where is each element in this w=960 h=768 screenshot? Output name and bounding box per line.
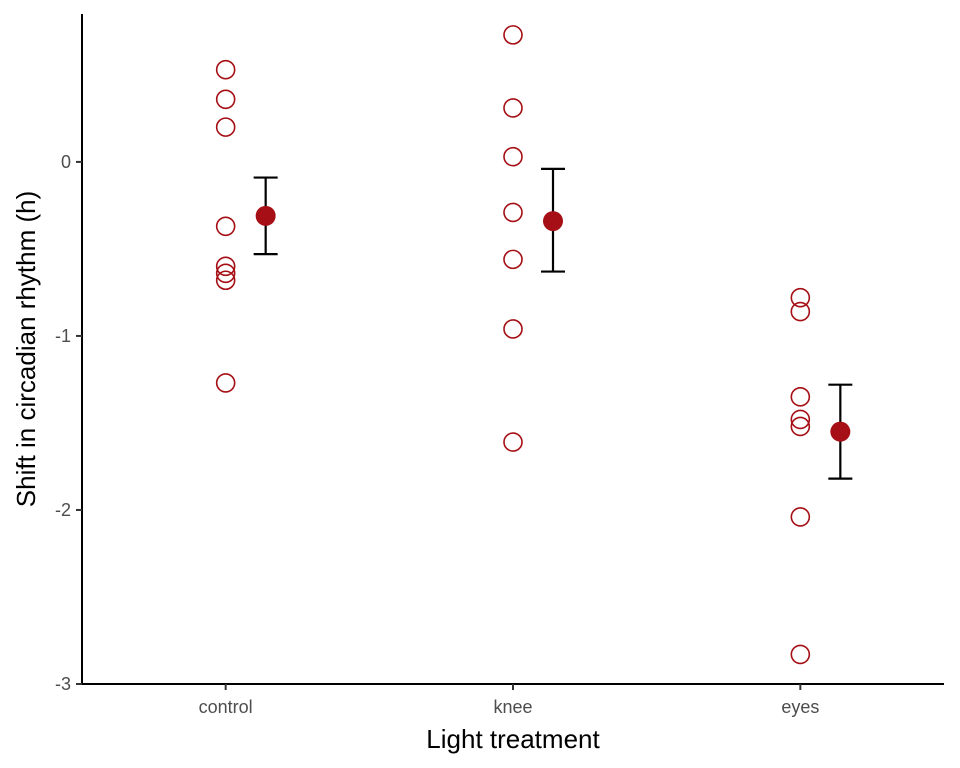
data-point [790, 416, 811, 437]
data-point [215, 263, 236, 284]
data-point [790, 301, 811, 322]
data-point [503, 25, 523, 45]
y-axis-title: Shift in circadian rhythm (h) [11, 191, 41, 507]
data-point [503, 249, 523, 270]
data-point [790, 287, 811, 308]
data-point [503, 146, 523, 167]
y-axis-ticks: 0 -1 -2 -3 [55, 152, 82, 694]
y-tick-label: 0 [61, 152, 71, 172]
x-axis-title: Light treatment [426, 724, 600, 754]
data-point [503, 202, 523, 223]
data-point [503, 432, 523, 452]
data-point [215, 256, 236, 277]
x-tick-label: control [199, 697, 253, 717]
data-point [790, 409, 811, 430]
x-axis-ticks: control knee eyes [199, 684, 819, 717]
data-point [215, 89, 236, 110]
x-tick-label: eyes [781, 697, 819, 717]
mean-point [255, 205, 276, 226]
mean-point [543, 211, 563, 232]
data-point [790, 387, 811, 407]
data-point [503, 98, 523, 118]
mean-point [830, 421, 851, 442]
plot-marks [215, 25, 853, 665]
x-tick-label: knee [493, 697, 532, 717]
data-point [215, 216, 236, 237]
y-tick-label: -2 [55, 500, 71, 520]
y-tick-label: -1 [55, 326, 71, 346]
data-point [215, 117, 236, 137]
data-point [215, 373, 236, 393]
data-point [790, 644, 811, 665]
data-point [215, 59, 236, 80]
data-point [790, 507, 811, 527]
data-point [503, 319, 523, 339]
y-tick-label: -3 [55, 674, 71, 694]
data-point [215, 270, 236, 291]
